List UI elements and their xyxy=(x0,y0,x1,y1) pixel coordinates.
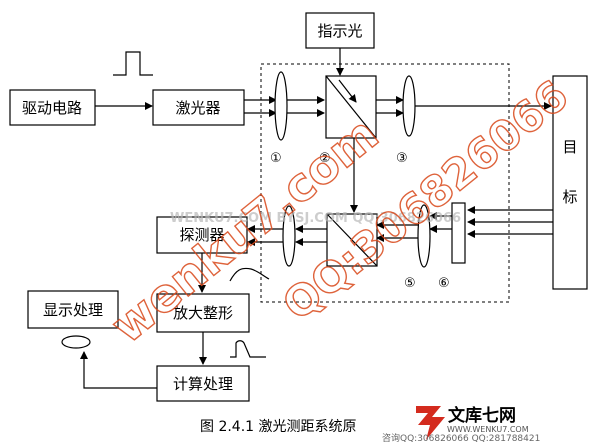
beam-splitter-2 xyxy=(325,75,377,139)
label-lens-3: ③ xyxy=(396,151,408,166)
compute-label: 计算处理 xyxy=(173,375,233,393)
lens-1 xyxy=(274,71,288,141)
display-label: 显示处理 xyxy=(43,301,103,319)
brand-name: 文库七网 xyxy=(448,405,516,426)
driver-label: 驱动电路 xyxy=(22,99,82,117)
lens-4 xyxy=(282,205,296,267)
figure-caption: 图 2.4.1 激光测距系统原 xyxy=(200,418,357,435)
label-lens-1: ① xyxy=(270,151,282,166)
indicator-label: 指示光 xyxy=(317,22,362,40)
target-label-2: 标 xyxy=(562,188,577,206)
filter-6 xyxy=(451,202,466,264)
beam-splitter-lower xyxy=(326,213,378,267)
brand-logo: 文库七网 WWW.WENKU7.COM xyxy=(416,405,529,440)
detector-label: 探测器 xyxy=(179,226,224,244)
driver-block: 驱动电路 xyxy=(9,89,96,126)
lens-3 xyxy=(402,75,416,137)
compute-block: 计算处理 xyxy=(156,365,250,402)
target-block: 目 标 xyxy=(552,75,588,290)
brand-site: WWW.WENKU7.COM xyxy=(447,425,529,434)
amplifier-block: 放大整形 xyxy=(156,293,250,333)
detector-waveform xyxy=(229,267,270,282)
label-splitter-2: ② xyxy=(319,151,331,166)
faint-watermark: WENKU7.COM BYSJ.COM QQ:306826066 xyxy=(170,211,461,226)
display-block: 显示处理 xyxy=(27,290,119,329)
compute-to-display-arrow xyxy=(80,351,157,389)
detector-block: 探测器 xyxy=(156,216,248,254)
laser-label: 激光器 xyxy=(175,99,220,117)
lens-5 xyxy=(417,204,431,268)
display-port xyxy=(61,335,91,349)
optical-enclosure xyxy=(260,63,510,303)
label-filter-6: ⑥ xyxy=(438,276,450,291)
brand-logo-icon xyxy=(416,406,445,440)
amplifier-label: 放大整形 xyxy=(173,304,233,322)
label-lens-5: ⑤ xyxy=(404,276,416,291)
target-label-1: 目 xyxy=(562,138,577,156)
laser-block: 激光器 xyxy=(152,89,245,126)
amplified-waveform xyxy=(230,340,266,358)
indicator-block: 指示光 xyxy=(305,12,375,49)
drive-pulse-waveform xyxy=(113,51,153,76)
footer-contact: 咨询QQ:306826066 QQ:281788421 xyxy=(382,432,540,443)
